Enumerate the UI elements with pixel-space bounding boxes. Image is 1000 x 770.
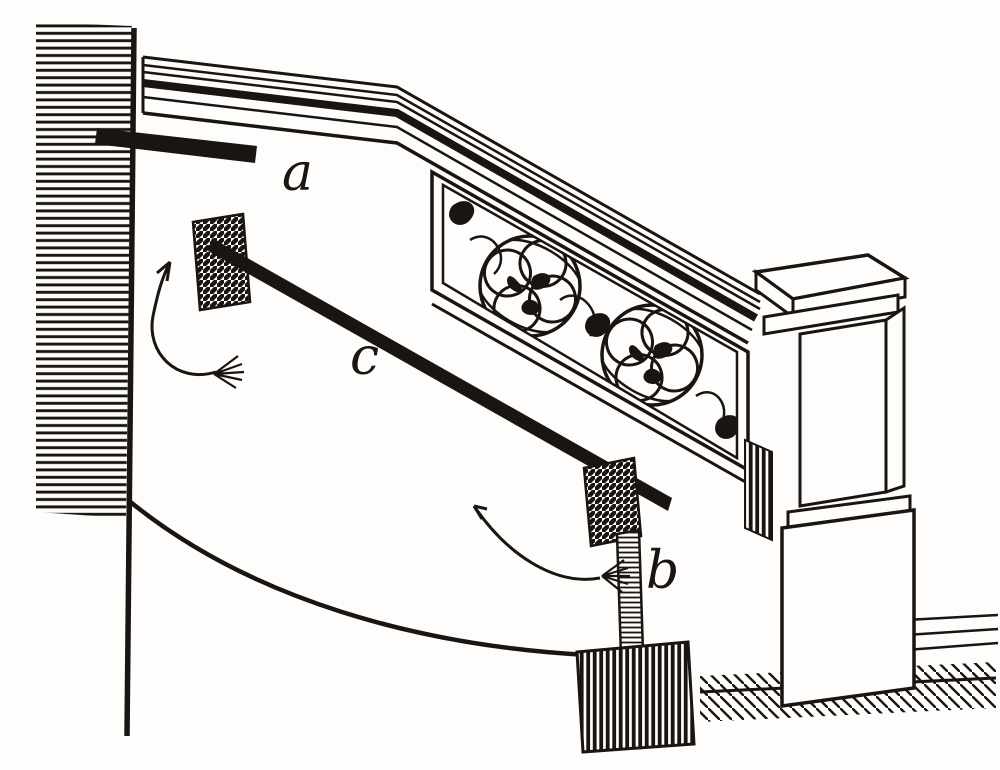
- coping-bottom-edge: [142, 111, 749, 345]
- tracery-leaf: [449, 201, 475, 225]
- baluster-top-block: [582, 456, 643, 548]
- label-c: c: [350, 327, 379, 387]
- newel-shaft-front: [798, 318, 888, 508]
- rail-coping: [141, 55, 761, 345]
- arrowhead: [156, 260, 172, 282]
- panel-end-shadow-block: [744, 438, 773, 542]
- tracery-vine: [469, 235, 503, 275]
- baluster-shaft-strip: [615, 528, 645, 658]
- curved-arrow-left: [472, 504, 630, 593]
- bracket-bar-a: [95, 128, 257, 163]
- label-a: a: [282, 143, 313, 203]
- coping-line-3: [142, 70, 761, 311]
- hatched-support-block: [191, 212, 252, 312]
- tracery-panel: [430, 168, 757, 490]
- arrowhead: [472, 504, 488, 520]
- tracery-vine: [695, 390, 726, 429]
- tracery-leaf: [585, 313, 611, 337]
- coping-line-4: [142, 95, 753, 332]
- raking-handrail-c: [208, 238, 672, 511]
- label-b: b: [646, 541, 679, 601]
- feather-tail: [213, 355, 245, 389]
- coping-line-2: [142, 63, 761, 304]
- baluster-base-block: [575, 640, 696, 754]
- curved-arrow-up: [150, 260, 245, 389]
- newel-shaft-side: [884, 305, 906, 495]
- tracery-vine: [559, 294, 597, 337]
- masonry-wall: [36, 22, 137, 737]
- panel-inner-frame: [441, 182, 739, 461]
- newel-post: [751, 253, 916, 709]
- panel-bottom-rail-line: [431, 302, 757, 490]
- stair-soffit-arch: [126, 498, 589, 658]
- step-lines: [905, 613, 999, 652]
- newel-plinth: [780, 507, 916, 709]
- feather-tail: [601, 559, 630, 593]
- baluster-support-b: [575, 456, 696, 754]
- coping-line-1: [142, 55, 761, 296]
- coping-dark-band: [142, 79, 758, 322]
- wall-handrail-bracket-a: [95, 128, 257, 312]
- wall-hatching: [36, 22, 132, 518]
